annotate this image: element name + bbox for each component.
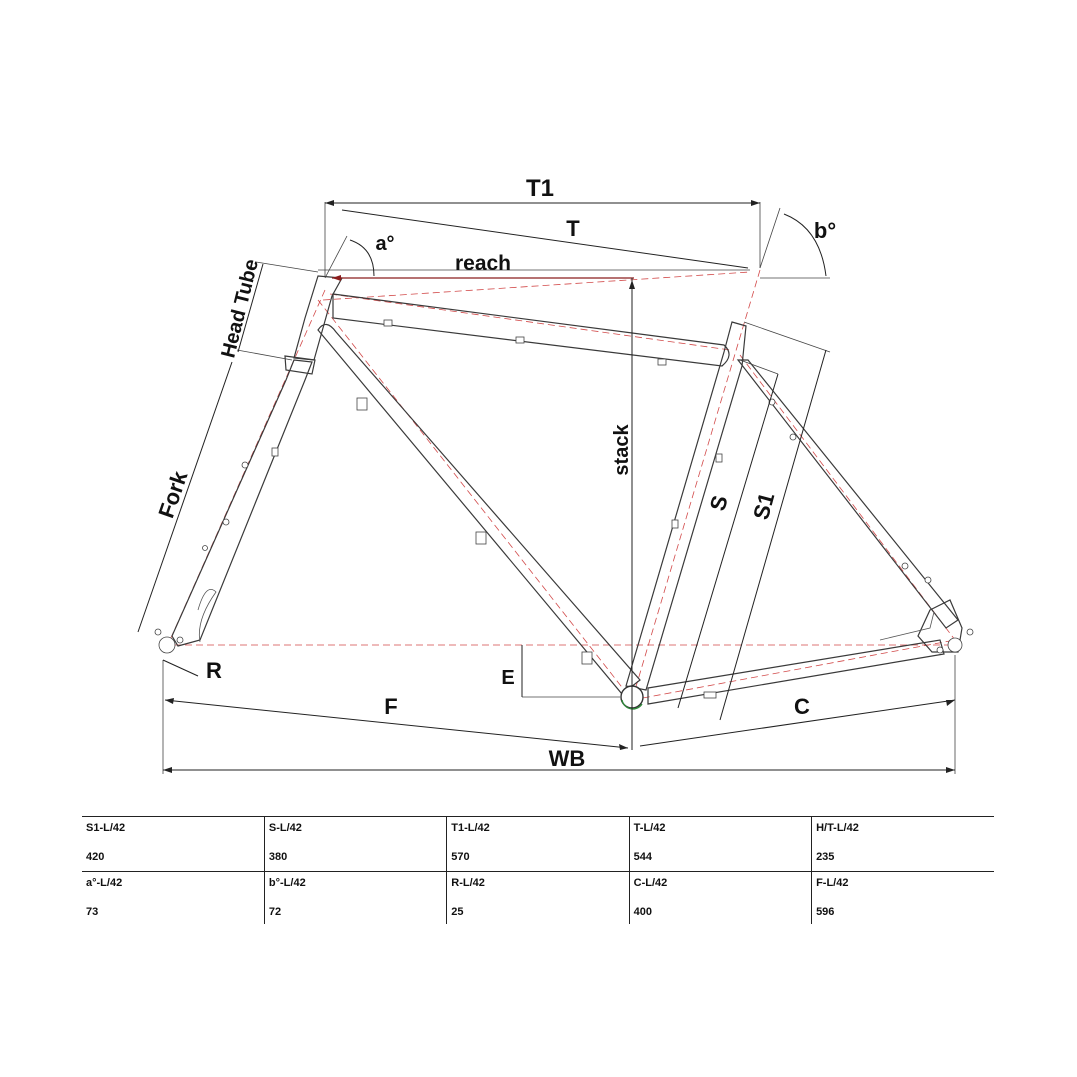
spec-value: 25 [451, 906, 464, 918]
dimension-labels: T1 T b° a° reach Head Tube stack S S1 Fo… [153, 175, 836, 771]
label-e: E [501, 667, 514, 689]
label-t: T [566, 216, 580, 241]
fork-crown [284, 355, 316, 375]
label-f: F [384, 694, 397, 719]
seat-tube [625, 321, 747, 691]
spec-label: T-L/42 [633, 822, 666, 834]
spec-cell: H/T-L/42 235 [811, 816, 994, 872]
spec-value: 544 [633, 851, 653, 863]
spec-value: 400 [633, 906, 653, 918]
label-c: C [794, 694, 810, 719]
down-tube [317, 323, 641, 695]
spec-cell: C-L/42 400 [628, 871, 812, 924]
spec-cell: S-L/42 380 [263, 816, 447, 872]
spec-label: S1-L/42 [86, 822, 126, 834]
spec-value: 420 [86, 851, 105, 863]
label-s1: S1 [748, 490, 779, 522]
spec-cell: T-L/42 544 [628, 816, 812, 872]
spec-label: T1-L/42 [451, 822, 490, 834]
spec-cell: S1-L/42 420 [82, 816, 265, 872]
spec-cell: R-L/42 25 [446, 871, 630, 924]
front-axle [158, 636, 176, 654]
label-t1: T1 [526, 175, 554, 202]
label-a-angle: a° [375, 233, 394, 255]
spec-label: C-L/42 [633, 877, 668, 889]
spec-value: 72 [268, 906, 282, 918]
rear-axle [947, 637, 963, 653]
label-wb: WB [549, 746, 586, 771]
spec-cell: T1-L/42 570 [446, 816, 630, 872]
spec-value: 235 [816, 851, 835, 863]
spec-label: F-L/42 [816, 877, 849, 889]
label-head-tube: Head Tube [217, 257, 263, 360]
spec-label: R-L/42 [451, 877, 485, 889]
rear-dropout [917, 599, 963, 653]
spec-value: 73 [86, 906, 99, 918]
label-reach: reach [455, 252, 511, 275]
label-s: S [705, 493, 733, 514]
spec-cell: b°-L/42 72 [263, 871, 447, 924]
geometry-spec-table: S1-L/42 420 S-L/42 380 T1-L/42 570 T-L/42 54… [82, 816, 994, 924]
label-b-angle: b° [814, 218, 836, 243]
spec-value: 570 [451, 851, 470, 863]
spec-cell: F-L/42 596 [811, 871, 994, 924]
spec-label: H/T-L/42 [816, 822, 859, 834]
label-r: R [206, 658, 222, 683]
fork [171, 359, 313, 647]
frame-outline [154, 275, 974, 710]
table-row: S1-L/42 420 S-L/42 380 T1-L/42 570 T-L/42 54… [82, 816, 994, 872]
frame-centerlines [163, 269, 956, 701]
label-stack: stack [611, 424, 633, 476]
top-tube [332, 293, 730, 367]
spec-label: S-L/42 [268, 822, 302, 834]
frame-geometry-diagram: T1 T b° a° reach Head Tube stack S S1 Fo… [137, 175, 974, 774]
spec-cell: a°-L/42 73 [82, 871, 265, 924]
spec-label: a°-L/42 [86, 877, 123, 889]
label-fork: Fork [153, 467, 192, 521]
dimension-lines [137, 200, 956, 774]
spec-value: 380 [268, 851, 288, 863]
chain-stay [647, 639, 945, 705]
table-row: a°-L/42 73 b°-L/42 72 R-L/42 25 C-L/42 400 F… [82, 871, 994, 924]
spec-value: 596 [816, 906, 835, 918]
spec-label: b°-L/42 [268, 877, 306, 889]
